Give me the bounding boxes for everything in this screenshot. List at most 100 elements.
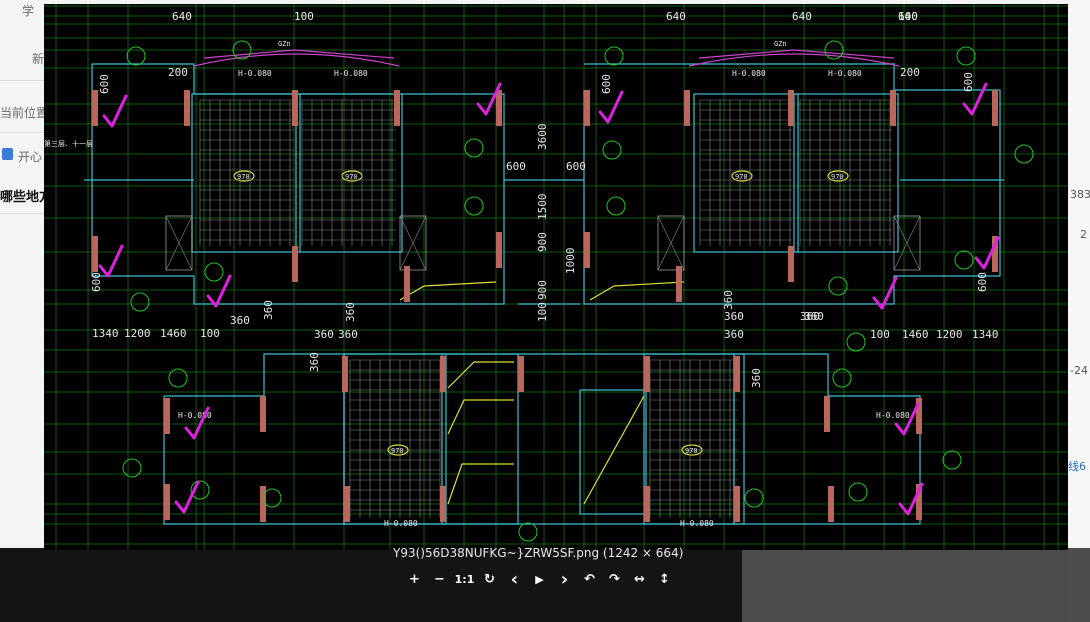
flip-horizontal-icon[interactable]: ↔ (634, 571, 645, 587)
shaft-box (657, 215, 685, 271)
shaft-cross (657, 215, 685, 271)
column (916, 484, 922, 520)
dimension-label: 360 (804, 310, 824, 323)
stair-outline (441, 353, 519, 525)
dimension-label: 360 (344, 302, 357, 322)
axis-bubble (942, 450, 962, 470)
rotate-right-icon[interactable]: ↷ (609, 571, 620, 587)
check-mark-annotation (476, 82, 502, 116)
column (890, 90, 896, 126)
dimension-label: 360 (724, 328, 744, 341)
stair-line (589, 281, 685, 301)
column (404, 266, 410, 302)
axis-bubble (848, 482, 868, 502)
column (584, 90, 590, 126)
dimension-label: 3600 (536, 124, 549, 151)
column (584, 232, 590, 268)
roof-line (698, 49, 895, 59)
rotate-left-icon[interactable]: ↶ (584, 571, 595, 587)
viewer-backdrop (0, 548, 742, 622)
axis-bubble (204, 262, 224, 282)
column (496, 232, 502, 268)
background-right-edge: 383 2 -24 线6 (1068, 0, 1090, 622)
room-outline (643, 353, 745, 525)
next-icon[interactable]: › (560, 568, 569, 590)
axis-bubble (130, 292, 150, 312)
stair-line (583, 395, 645, 505)
dimension-label: 600 (976, 272, 989, 292)
axis-bubble (190, 480, 210, 500)
dimension-label: 360 (800, 310, 820, 323)
axis-bubble (832, 368, 852, 388)
dimension-label: 360 (230, 314, 250, 327)
dimension-label: 360 (308, 352, 321, 372)
axis-bubble (1014, 144, 1034, 164)
column (644, 356, 650, 392)
dimension-label: 600 (962, 72, 975, 92)
previous-icon[interactable]: ‹ (510, 568, 519, 590)
dimension-label: 640 (172, 10, 192, 23)
zoom-out-icon[interactable]: − (434, 571, 445, 587)
column (92, 236, 98, 272)
dimension-label: 900 (536, 280, 549, 300)
bg-icon (2, 148, 13, 160)
slab-tag-oval (233, 170, 255, 182)
dimension-label: 640 (898, 10, 918, 23)
stair-line (447, 463, 514, 505)
flip-vertical-icon[interactable]: ↕ (659, 571, 670, 587)
dimension-label: 360 (338, 328, 358, 341)
axis-bubble (126, 46, 146, 66)
zoom-in-icon[interactable]: + (409, 571, 420, 587)
dimension-label: 600 (600, 74, 613, 94)
viewer-toolbar: + − 1:1 ↻ ‹ ▶ › ↶ ↷ ↔ ↕ (402, 568, 677, 590)
axis-bubble (122, 458, 142, 478)
check-mark-annotation (206, 274, 232, 308)
axis-bubble (744, 488, 764, 508)
level-label: H-0.080 (384, 519, 418, 528)
bg-label: 当前位置 (0, 106, 49, 120)
axis-bubble (518, 522, 538, 542)
play-icon[interactable]: ▶ (535, 572, 544, 586)
dimension-label: 360 (722, 290, 735, 310)
bg-label: 383 (1070, 188, 1090, 201)
axis-bubble (262, 488, 282, 508)
dimension-label: 640 (792, 10, 812, 23)
bg-link[interactable]: 线6 (1068, 460, 1086, 473)
roof-line (203, 49, 395, 59)
dimension-label: 360 (314, 328, 334, 341)
room-outline (343, 353, 447, 525)
column (394, 90, 400, 126)
stair-line (447, 361, 514, 389)
refresh-icon[interactable]: ↻ (484, 571, 495, 587)
shaft-box (399, 215, 427, 271)
dimension-label: 1000 (564, 248, 577, 275)
column (440, 486, 446, 522)
dimension-label: 900 (536, 232, 549, 252)
roof-arc (193, 53, 400, 67)
axis-bubble (464, 196, 484, 216)
axis-bubble (956, 46, 976, 66)
dimension-label: 1500 (536, 194, 549, 221)
axis-bubble (168, 368, 188, 388)
check-mark-annotation (894, 402, 920, 436)
check-mark-annotation (102, 94, 128, 128)
check-mark-annotation (898, 482, 924, 516)
dimension-label: 100 (294, 10, 314, 23)
column (676, 266, 682, 302)
note-label: 第三层、十一层 (44, 139, 93, 148)
dimension-label: 1460 (160, 327, 187, 340)
column (992, 236, 998, 272)
slab-tag-oval (827, 170, 849, 182)
shaft-box (165, 215, 193, 271)
actual-size-icon[interactable]: 1:1 (454, 572, 475, 586)
roof-arc (688, 53, 900, 67)
check-mark-annotation (962, 82, 988, 116)
axis-bubble (828, 276, 848, 296)
column (828, 486, 834, 522)
bg-label: 2 (1080, 228, 1087, 241)
axis-bubble (604, 46, 624, 66)
viewer-backdrop (742, 548, 1090, 622)
level-label: H-0.080 (732, 69, 766, 78)
axis-bubble (602, 140, 622, 160)
